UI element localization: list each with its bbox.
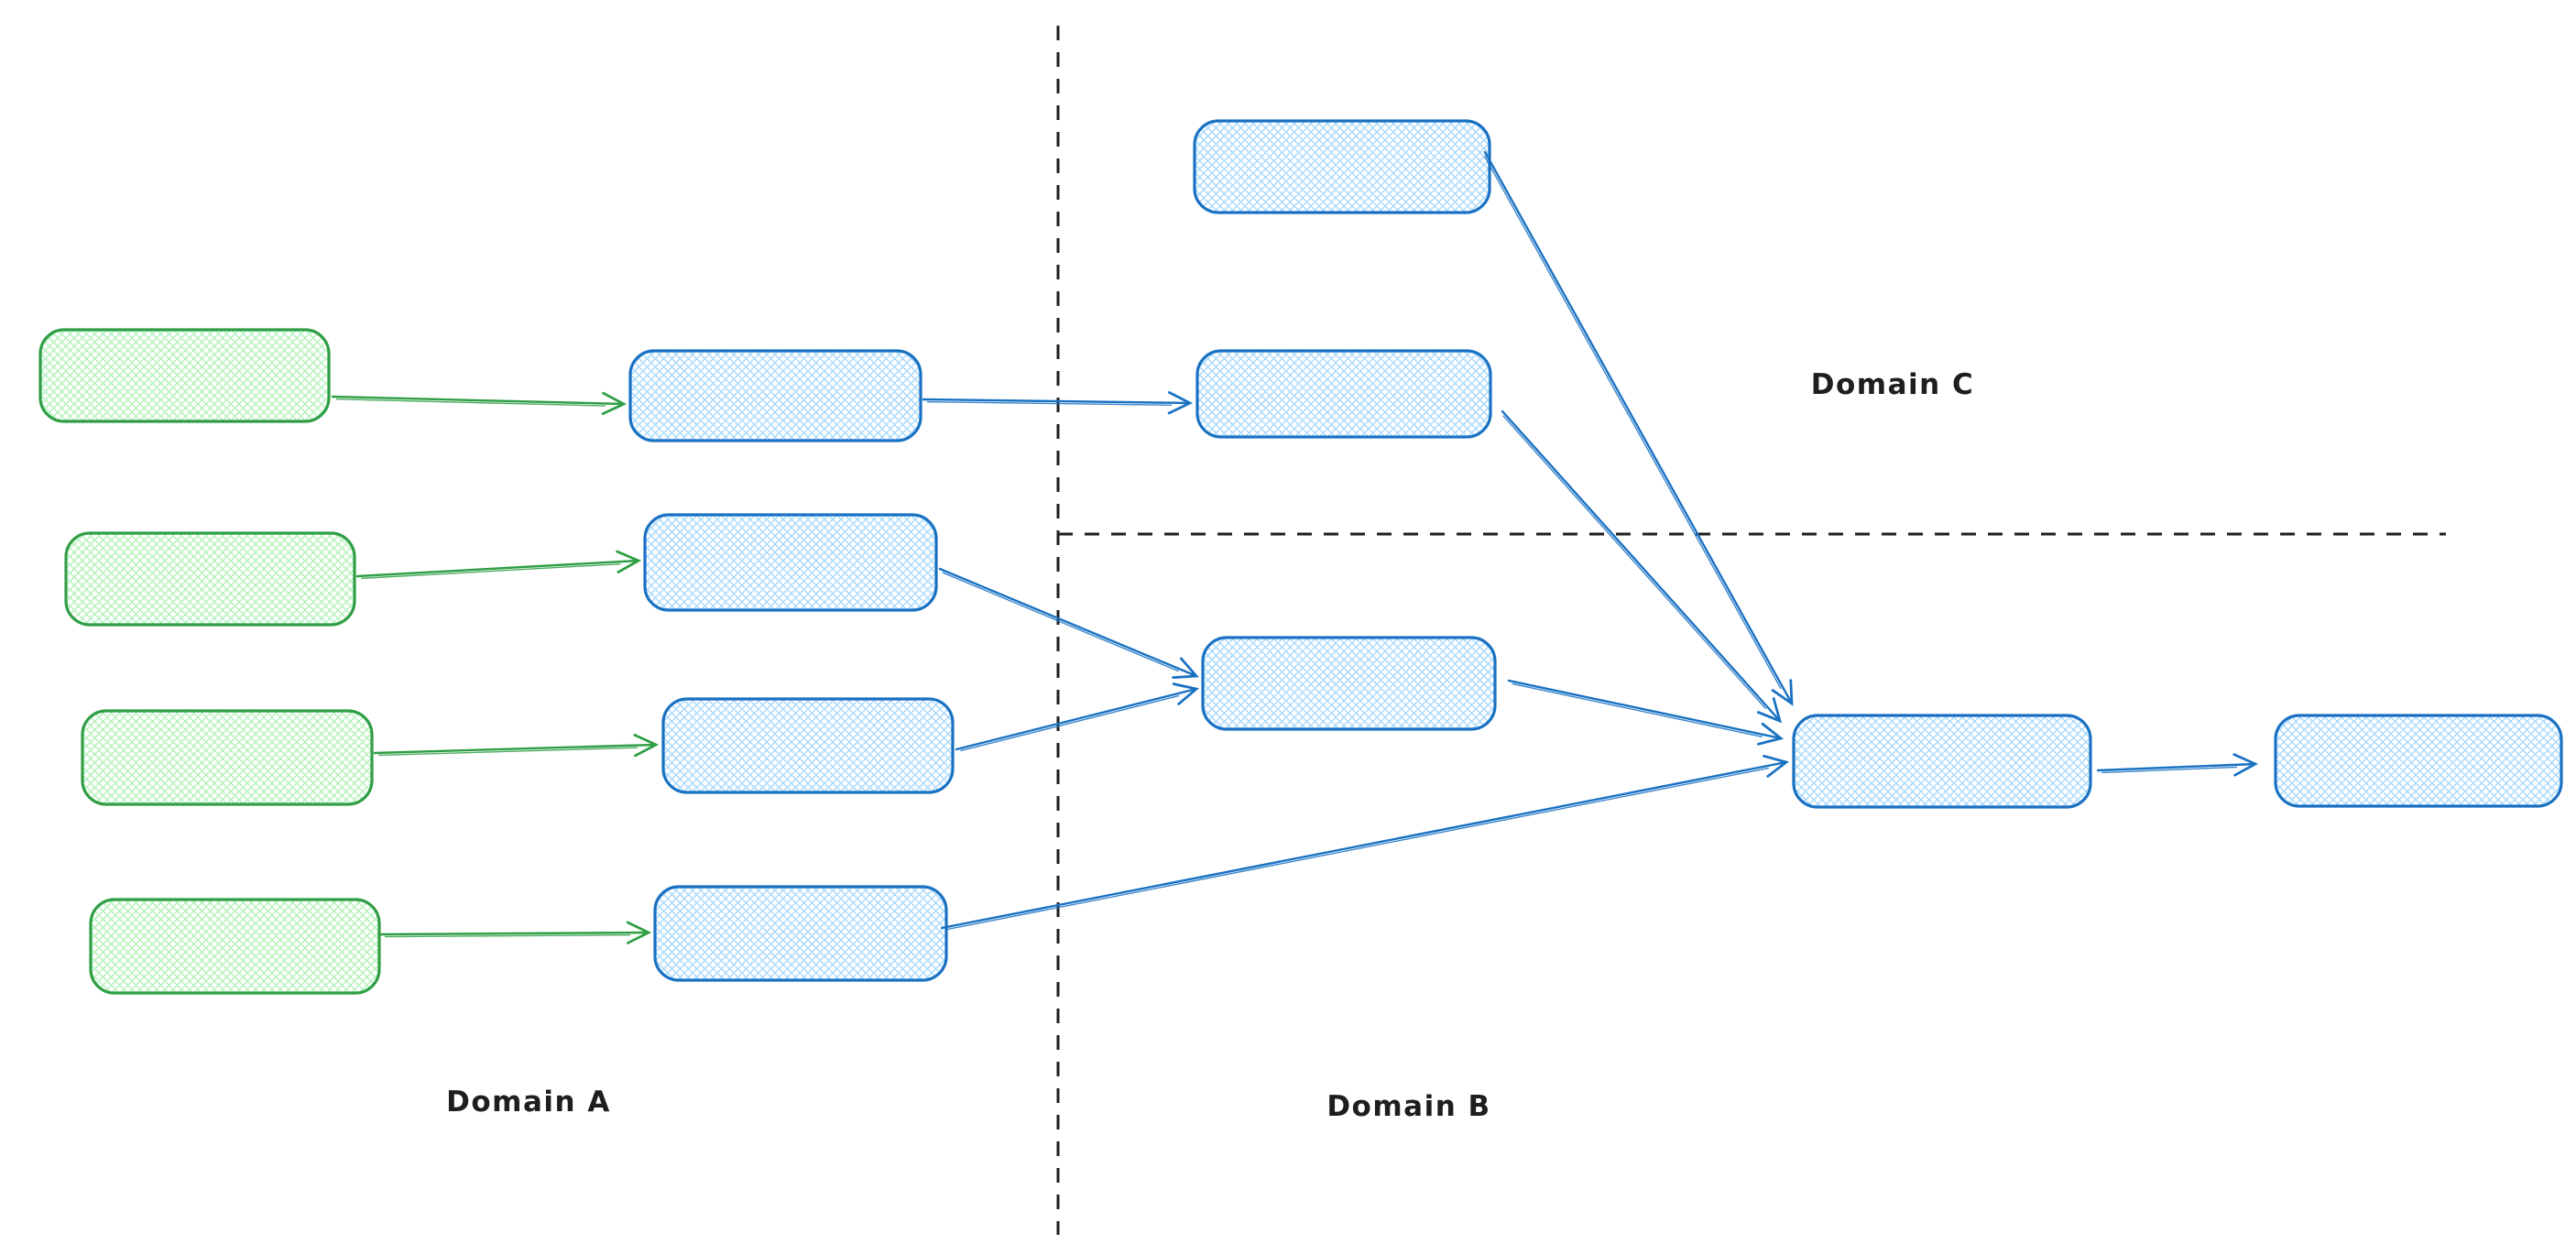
edge-sketch-b-merge-to-b-output	[2101, 766, 2238, 774]
edge-a-stage-4-to-b-merge	[940, 754, 1790, 930]
edge-c-node-to-b-merge	[1483, 150, 1794, 706]
edge-sketch-a-source-1-to-a-stage-1	[335, 398, 606, 407]
edge-b-node-1-to-b-merge	[1501, 409, 1783, 724]
edge-a-stage-3-to-b-node-2	[955, 682, 1200, 751]
edge-a-source-1-to-a-stage-1	[331, 391, 628, 416]
domain-a-label: Domain A	[446, 1086, 611, 1119]
edge-a-source-3-to-a-stage-3	[373, 734, 660, 758]
node-a-stage-1	[628, 349, 922, 442]
edge-sketch-a-source-2-to-a-stage-2	[361, 563, 621, 580]
node-a-stage-4	[653, 885, 948, 982]
edge-sketch-c-node-to-b-merge	[1484, 156, 1782, 690]
node-c-node	[1193, 119, 1491, 214]
node-a-source-3	[81, 709, 374, 806]
node-a-source-4	[89, 898, 381, 995]
edge-b-node-2-to-b-merge	[1507, 679, 1785, 746]
edge-sketch-a-stage-3-to-b-node-2	[960, 694, 1180, 752]
domain-labels: Domain A Domain B Domain C	[446, 368, 1975, 1123]
domain-b-label: Domain B	[1326, 1090, 1490, 1123]
edge-a-source-4-to-a-stage-4	[379, 921, 652, 944]
edge-a-stage-1-to-b-node-1	[922, 391, 1194, 415]
node-b-merge	[1792, 714, 2092, 809]
edge-sketch-b-node-1-to-b-merge	[1502, 415, 1767, 710]
node-a-stage-3	[661, 697, 955, 794]
edge-a-source-2-to-a-stage-2	[355, 550, 642, 578]
edge-sketch-a-stage-2-to-b-node-2	[942, 572, 1179, 672]
edge-sketch-a-stage-1-to-b-node-1	[926, 400, 1172, 407]
edge-a-stage-2-to-b-node-2	[938, 567, 1199, 679]
node-a-source-1	[38, 328, 331, 423]
edge-sketch-a-stage-4-to-b-merge	[945, 767, 1770, 931]
node-b-output	[2274, 714, 2563, 808]
node-b-node-1	[1195, 349, 1492, 439]
edge-sketch-a-source-4-to-a-stage-4	[385, 934, 631, 938]
node-a-source-2	[64, 531, 356, 627]
node-a-stage-2	[643, 513, 938, 612]
node-b-node-2	[1201, 636, 1497, 731]
edge-sketch-b-node-2-to-b-merge	[1512, 682, 1763, 738]
domain-c-label: Domain C	[1811, 368, 1975, 401]
edge-sketch-a-source-3-to-a-stage-3	[378, 747, 639, 757]
edge-b-merge-to-b-output	[2096, 753, 2259, 777]
